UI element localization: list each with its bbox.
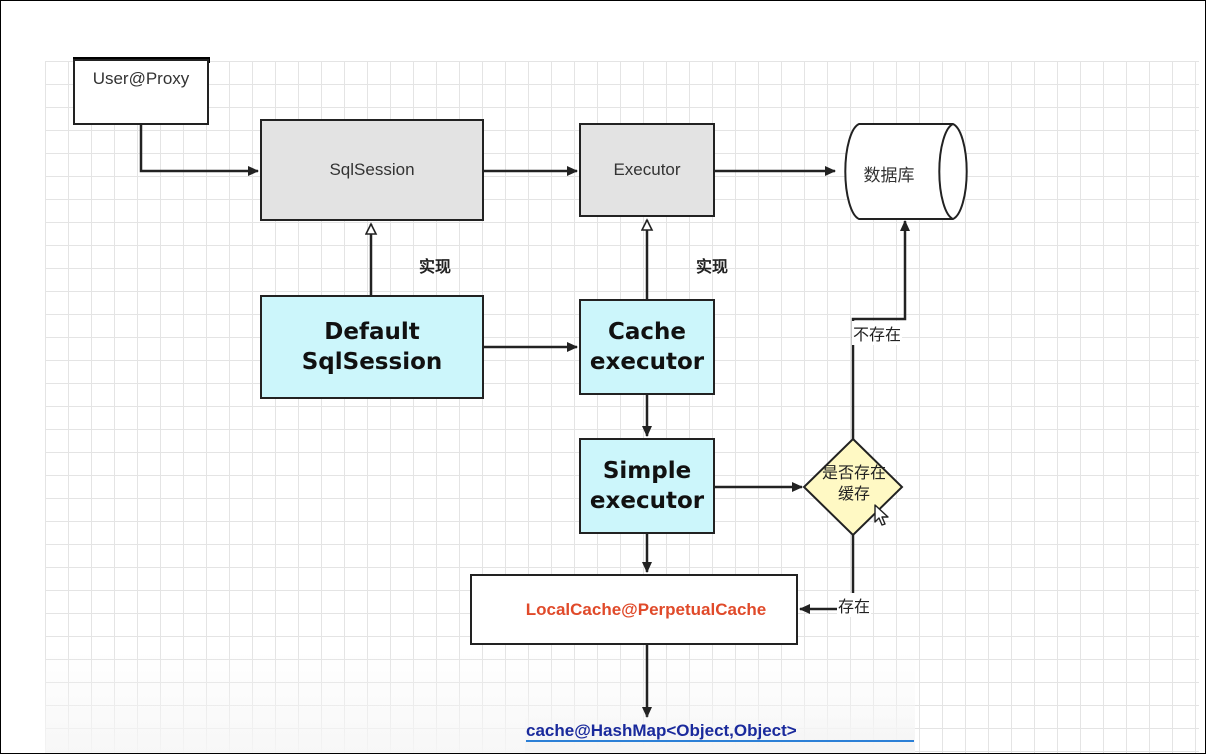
- mouse-pointer-icon: [874, 504, 890, 532]
- default-sqlsession-label: Default SqlSession: [301, 319, 443, 375]
- user-proxy-label: User@Proxy: [92, 69, 190, 88]
- executor-node: Executor: [579, 123, 715, 217]
- local-cache-label: LocalCache@PerpetualCache: [525, 599, 767, 619]
- hashmap-label: cache@HashMap<Object,Object>: [526, 721, 797, 740]
- database-label: 数据库: [863, 166, 915, 185]
- database-cylinder-shape: [844, 123, 968, 220]
- simple-executor-label: Simple executor: [589, 458, 705, 514]
- implements-label-right: 实现: [696, 259, 729, 276]
- bottom-strip: [525, 713, 915, 753]
- cache-executor-node: Cache executor: [579, 299, 715, 395]
- simple-executor-node: Simple executor: [579, 438, 715, 534]
- hashmap-underline: [526, 740, 914, 742]
- user-proxy-node: User@Proxy: [73, 59, 209, 125]
- sqlsession-label: SqlSession: [329, 160, 415, 179]
- edge-proxy-to-sqlsession: [139, 125, 259, 176]
- executor-label: Executor: [613, 160, 681, 179]
- exists-label: 存在: [837, 593, 872, 617]
- sqlsession-node: SqlSession: [260, 119, 484, 221]
- local-cache-node: LocalCache@PerpetualCache: [470, 574, 798, 645]
- edge-decision-to-database: [851, 220, 910, 439]
- default-sqlsession-node: Default SqlSession: [260, 295, 484, 399]
- not-exists-label: 不存在: [852, 321, 903, 345]
- implements-label-left: 实现: [419, 259, 452, 276]
- cache-executor-label: Cache executor: [589, 319, 705, 375]
- cache-decision-label: 是否存在 缓存: [821, 465, 886, 503]
